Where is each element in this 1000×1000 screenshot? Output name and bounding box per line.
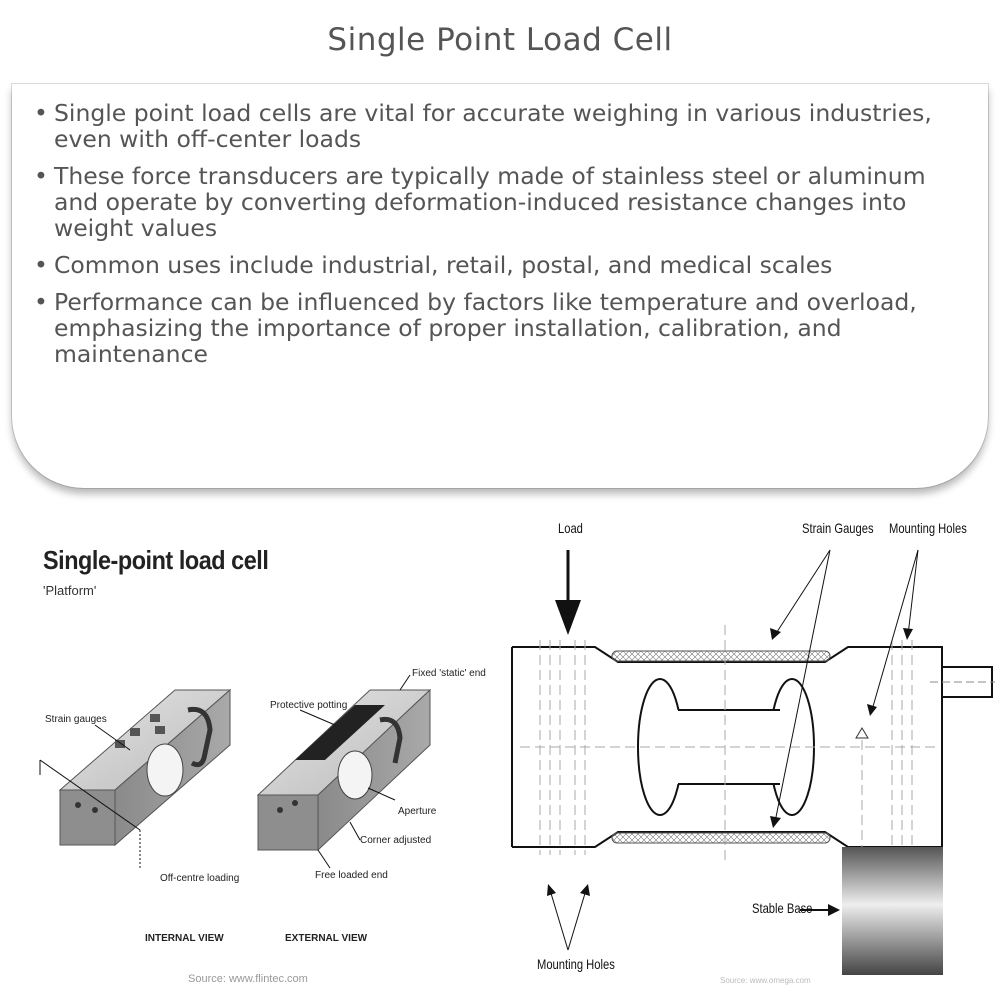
left-figure-title: Single-point load cell xyxy=(43,545,269,575)
label-strain-gauges-right: Strain Gauges xyxy=(802,520,874,536)
label-stable-base: Stable Base xyxy=(752,900,813,916)
page-title: Single Point Load Cell xyxy=(327,22,673,58)
label-corner-adjusted: Corner adjusted xyxy=(360,835,432,846)
left-source: Source: www.flintec.com xyxy=(188,973,308,985)
bullet-item: Single point load cells are vital for ac… xyxy=(30,100,970,152)
label-mounting-holes-top: Mounting Holes xyxy=(889,520,967,536)
label-aperture: Aperture xyxy=(398,806,437,817)
label-fixed-end: Fixed 'static' end xyxy=(412,668,486,679)
load-cell-illustrations xyxy=(39,674,432,870)
left-figure-subtitle: 'Platform' xyxy=(43,583,97,598)
external-view-block xyxy=(256,674,432,869)
bullet-list: Single point load cells are vital for ac… xyxy=(30,100,970,378)
label-off-centre-loading: Off-centre loading xyxy=(160,873,240,884)
label-load: Load xyxy=(558,520,583,536)
bullet-item: Common uses include industrial, retail, … xyxy=(30,252,970,278)
label-strain-gauges: Strain gauges xyxy=(45,714,107,725)
load-cell-schematic xyxy=(511,549,995,975)
bullet-item: These force transducers are typically ma… xyxy=(30,163,970,241)
bullet-item: Performance can be influenced by factors… xyxy=(30,289,970,367)
label-free-loaded-end: Free loaded end xyxy=(315,870,388,881)
right-source: Source: www.omega.com xyxy=(720,976,811,985)
caption-external-view: EXTERNAL VIEW xyxy=(285,933,368,944)
label-protective-potting: Protective potting xyxy=(270,700,348,711)
internal-view-block xyxy=(39,688,232,870)
caption-internal-view: INTERNAL VIEW xyxy=(145,933,224,944)
label-mounting-holes-bottom: Mounting Holes xyxy=(537,956,615,972)
